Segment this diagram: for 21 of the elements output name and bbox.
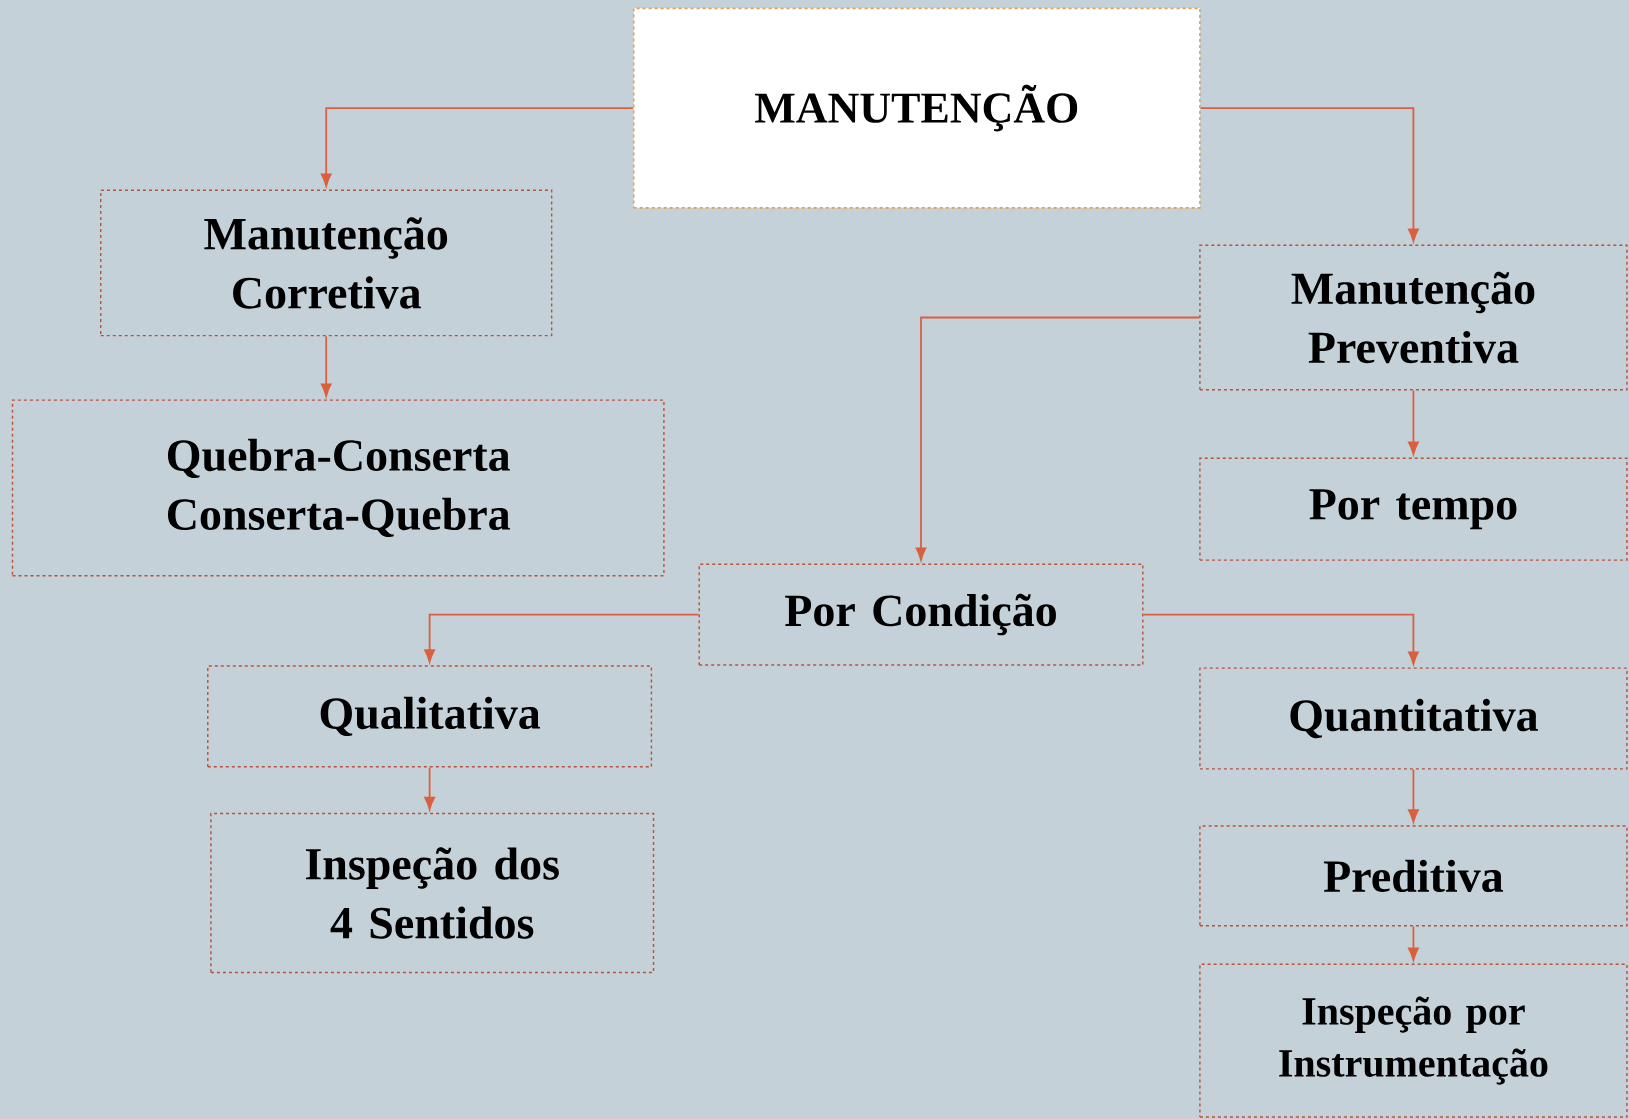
arrow xyxy=(424,766,435,810)
category-box: Manutenção Preventiva xyxy=(1199,244,1628,391)
category-box: Qualitativa xyxy=(207,665,653,768)
arrow xyxy=(1408,925,1419,961)
arrow xyxy=(915,316,1201,561)
category-box: Inspeção por Instrumentação xyxy=(1199,963,1628,1118)
arrow xyxy=(424,613,700,663)
category-box: Inspeção dos 4 Sentidos xyxy=(210,812,655,974)
category-box: Preditiva xyxy=(1199,825,1628,927)
arrow xyxy=(320,107,634,187)
title-box: MANUTENÇÃO xyxy=(632,7,1201,209)
category-box: Quebra-Conserta Conserta-Quebra xyxy=(11,399,665,577)
category-box: Por tempo xyxy=(1199,457,1628,561)
category-box: Manutenção Corretiva xyxy=(100,189,553,337)
arrow xyxy=(1408,768,1419,823)
category-box: Quantitativa xyxy=(1199,667,1628,770)
arrow xyxy=(1199,107,1419,242)
arrow xyxy=(1408,389,1419,455)
category-box: Por Condição xyxy=(698,563,1144,666)
arrow xyxy=(1142,613,1419,665)
arrow xyxy=(320,335,332,397)
